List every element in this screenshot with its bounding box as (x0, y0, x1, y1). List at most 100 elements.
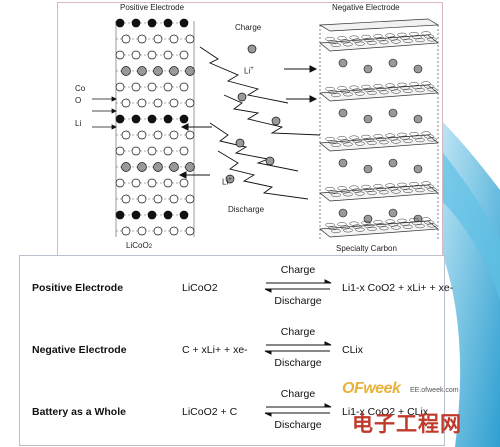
lattice-atom (179, 50, 189, 60)
lattice-atom (153, 34, 163, 44)
lattice-atom (137, 130, 147, 140)
intercalated-li-ion (338, 158, 348, 168)
watermark-chinese-text: 电子工程网 (352, 412, 462, 436)
battery-diagram: Positive Electrode Negative Electrode Ch… (57, 2, 443, 256)
row-title-negative-electrode: Negative Electrode (32, 344, 127, 356)
discharge-label-battery: Discharge (274, 419, 322, 431)
intercalated-li-ion (413, 64, 423, 74)
lattice-atom (147, 18, 157, 28)
lattice-atom (163, 146, 173, 156)
lattice-atom (169, 66, 179, 76)
lattice-atom (169, 98, 179, 108)
intercalated-li-ion (338, 208, 348, 218)
lattice-atom (153, 66, 163, 76)
lattice-atom (179, 178, 189, 188)
equation-left-positive: LiCoO2 (182, 282, 218, 294)
li-ion-charge-sign: + (228, 177, 232, 183)
lattice-atom (179, 82, 189, 92)
graphite-layer (319, 81, 439, 102)
li-ion-label-bottom: Li+ (222, 177, 232, 187)
intercalated-li-ion (338, 108, 348, 118)
lattice-atom (163, 82, 173, 92)
lattice-atom (163, 210, 173, 220)
lattice-atom (179, 18, 189, 28)
licoo2-caption: LiCoO2 (126, 241, 152, 250)
lattice-atom (185, 34, 195, 44)
lattice-atom (115, 114, 125, 124)
discharge-label-positive: Discharge (274, 295, 322, 307)
lattice-atom (115, 82, 125, 92)
discharge-diagram-label: Discharge (228, 205, 265, 214)
lattice-atom (163, 178, 173, 188)
intercalated-li-ion (388, 58, 398, 68)
lattice-atom (147, 146, 157, 156)
lattice-atom (147, 114, 157, 124)
intercalated-li-ion (363, 64, 373, 74)
intercalated-li-ion (388, 158, 398, 168)
equation-left-battery: LiCoO2 + C (182, 406, 238, 418)
intercalated-li-ion (363, 114, 373, 124)
ion-path-lines (199, 46, 321, 200)
lattice-atom (153, 98, 163, 108)
lattice-atom (131, 146, 141, 156)
equation-right-positive: Li1-x CoO2 + xLi+ + xe- (342, 282, 454, 294)
positive-electrode-lattice (115, 18, 195, 237)
intercalated-li-ion (338, 58, 348, 68)
lattice-atom (185, 130, 195, 140)
graphite-layer (319, 181, 439, 202)
lattice-atom (131, 82, 141, 92)
lattice-atom (137, 98, 147, 108)
licoo2-caption-subscript: 2 (148, 244, 153, 250)
intercalated-li-ion (388, 208, 398, 218)
lattice-atom (169, 162, 179, 172)
lattice-atom (121, 130, 131, 140)
charge-label-battery: Charge (280, 388, 316, 400)
lattice-atom (115, 178, 125, 188)
lattice-atom (131, 178, 141, 188)
li-ion-charge-sign: + (250, 66, 254, 72)
lattice-atom (147, 210, 157, 220)
negative-electrode-graphite (318, 18, 440, 239)
lattice-atom (163, 50, 173, 60)
li-ion-label-text: Li (222, 177, 229, 187)
watermark-url: EE.ofweek.com (410, 387, 459, 394)
co-legend-label: Co (75, 84, 86, 93)
charge-arrows (284, 65, 318, 103)
positive-electrode-heading: Positive Electrode (120, 3, 185, 12)
lattice-atom (121, 194, 131, 204)
lattice-atom (153, 162, 163, 172)
lattice-atom (185, 194, 195, 204)
lattice-atom (179, 114, 189, 124)
equation-left-negative: C + xLi+ + xe- (182, 344, 248, 356)
lattice-atom (153, 226, 163, 236)
lattice-atom (163, 18, 173, 28)
lattice-atom (121, 162, 131, 172)
intercalated-li-ion (388, 108, 398, 118)
charge-label-positive: Charge (280, 264, 316, 276)
li-legend-label: Li (75, 119, 82, 128)
li-ion-label-top: Li+ (244, 66, 254, 76)
lattice-atom (131, 210, 141, 220)
lattice-atom (121, 98, 131, 108)
lattice-atom (115, 146, 125, 156)
lattice-atom (185, 66, 195, 76)
graphite-layer (319, 217, 439, 238)
lattice-atom (185, 226, 195, 236)
lattice-atom (121, 66, 131, 76)
equilibrium-arrows (264, 279, 332, 417)
lattice-atom (179, 146, 189, 156)
intercalated-li-ion (413, 114, 423, 124)
o-legend-label: O (75, 96, 82, 105)
diagram-canvas (92, 18, 440, 239)
lattice-atom (137, 34, 147, 44)
licoo2-caption-text: LiCoO (126, 241, 149, 250)
charge-diagram-label: Charge (235, 23, 262, 32)
li-ion-particles (225, 44, 281, 184)
lattice-atom (115, 210, 125, 220)
lattice-atom (137, 194, 147, 204)
lattice-atom (163, 114, 173, 124)
lattice-atom (115, 18, 125, 28)
lattice-atom (137, 162, 147, 172)
lattice-atom (131, 114, 141, 124)
